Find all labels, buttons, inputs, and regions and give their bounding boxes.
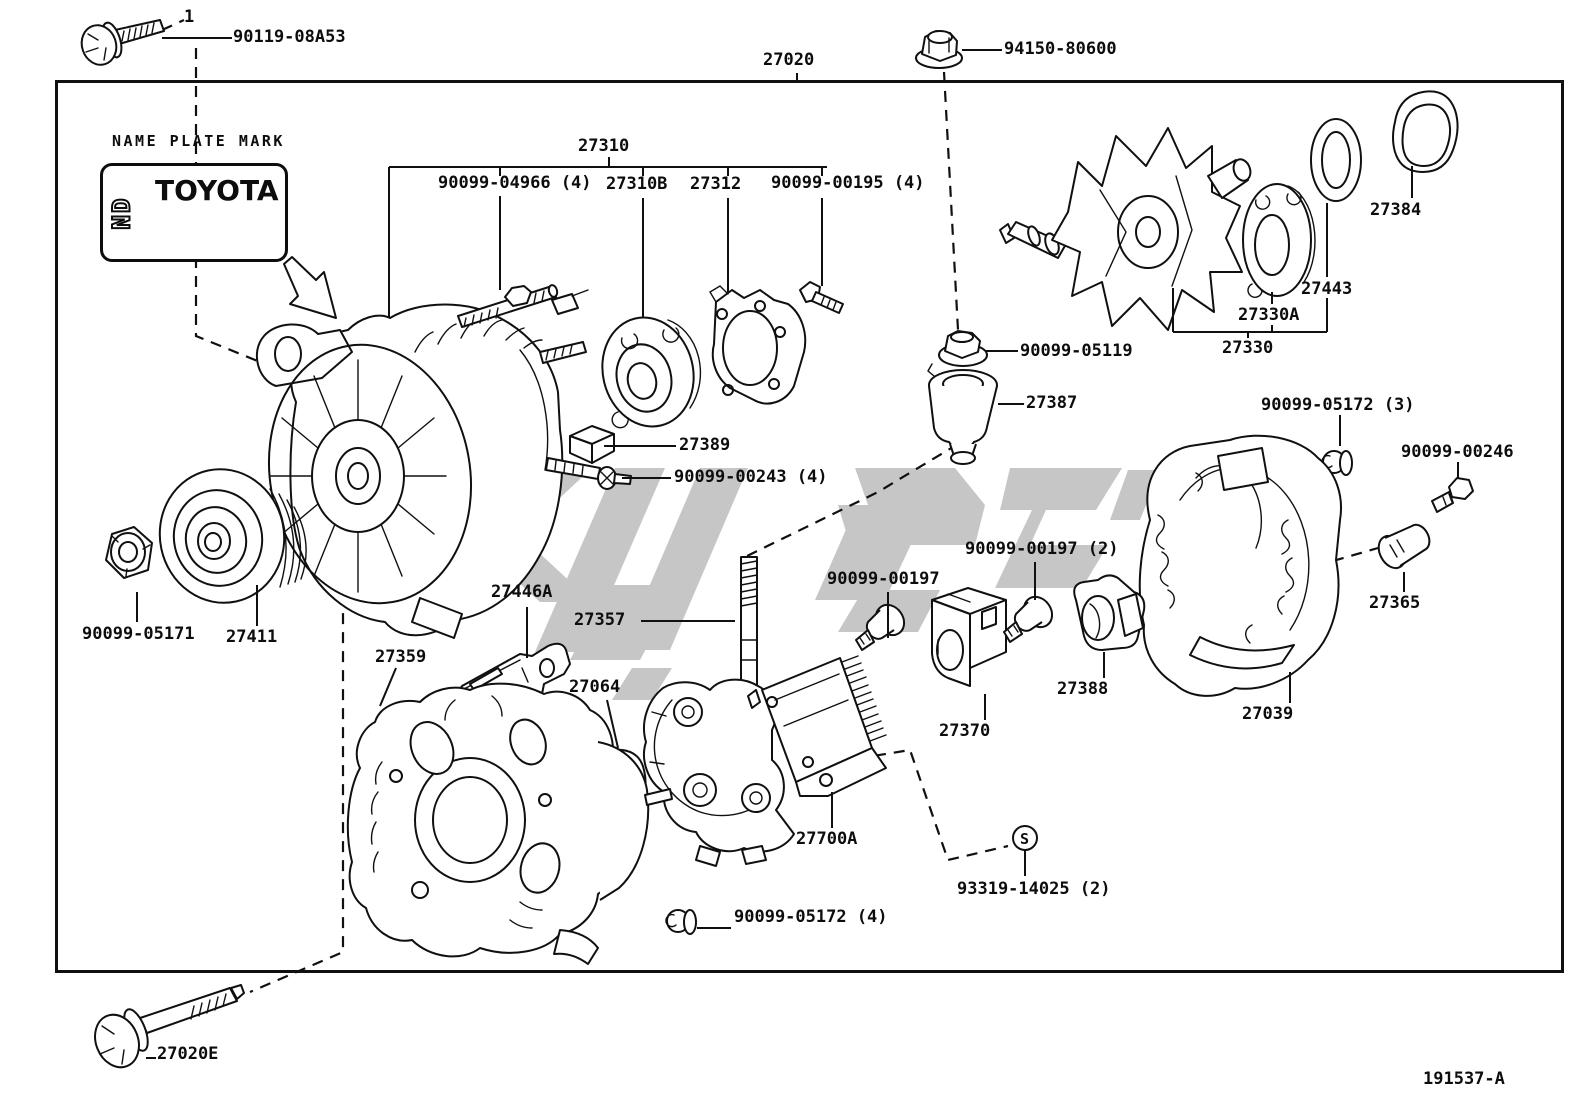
bolt-90119-drawing [80, 19, 165, 66]
nut-05171-drawing [105, 526, 153, 579]
bolt-00197-2-drawing [1003, 595, 1054, 643]
ring-27443-drawing [1310, 118, 1362, 202]
holder-27370-drawing [931, 587, 1007, 687]
insulator-27387-drawing [927, 363, 998, 465]
leader-27310-bracket [388, 157, 827, 332]
watermark-logo [455, 468, 1160, 700]
diagram-frame [55, 80, 1564, 973]
bushing-27365-drawing [1377, 523, 1431, 570]
plate-arrow-icon [283, 256, 337, 319]
toyota-logo-text: TOYOTA [155, 174, 279, 207]
brush-holder-27357-drawing [643, 556, 795, 867]
nut-94150-drawing [915, 30, 963, 69]
nut-05119-drawing [938, 330, 988, 367]
pulley-27411-drawing [158, 468, 307, 604]
name-plate-side-text: ND [106, 195, 136, 230]
bearing-27330A-drawing [1242, 183, 1316, 298]
stud-04966-drawing [457, 284, 559, 328]
screw-00243-drawing [597, 466, 632, 490]
bearing-27310B-drawing [601, 316, 702, 429]
fastener-symbol-text: S [1020, 830, 1029, 848]
name-plate: ND TOYOTA [100, 163, 288, 262]
rotor-27330-drawing [999, 127, 1252, 331]
rivet-05172-4-drawing [665, 909, 697, 935]
front-bracket-27359-drawing [346, 682, 673, 965]
leader-27330-bracket [1172, 166, 1413, 338]
leader-lines [136, 37, 1459, 1059]
regulator-27700A-drawing [747, 655, 887, 797]
clamp-27388-drawing [1073, 574, 1146, 651]
bolt-27020E-drawing [94, 984, 245, 1069]
terminal-27389-drawing [569, 425, 615, 464]
grommet-27384-drawing [1392, 90, 1459, 173]
alternator-assembly-drawing [255, 289, 601, 639]
plate-27312-drawing [709, 285, 807, 405]
rear-cover-27039-drawing [1138, 434, 1342, 697]
bolt-00195-drawing [799, 281, 844, 314]
